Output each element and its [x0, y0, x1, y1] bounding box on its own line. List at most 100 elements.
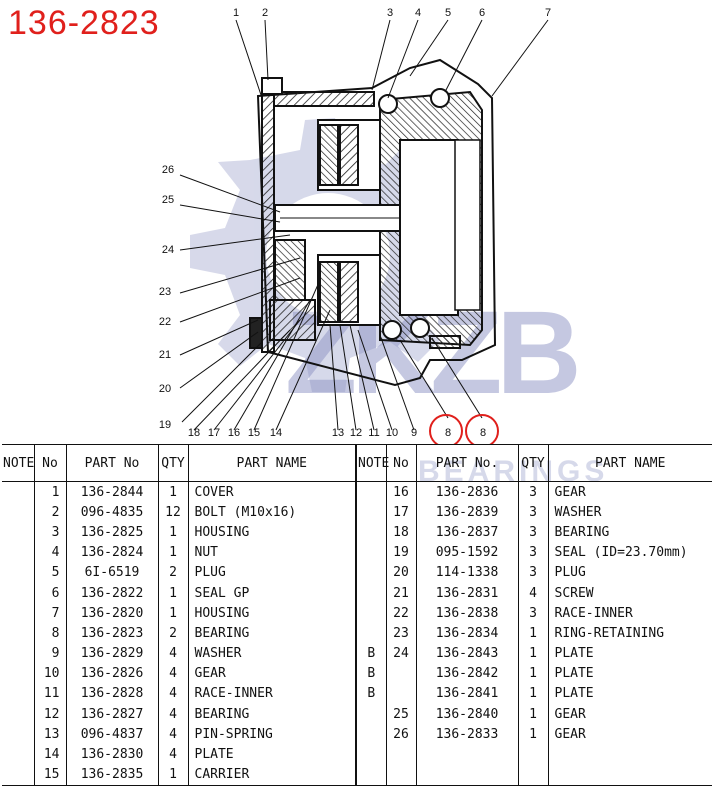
cell-part-name: BEARING — [187, 623, 356, 644]
callout-26: 26 — [162, 164, 174, 176]
cell-no: 10 — [33, 663, 66, 684]
cell-note — [2, 744, 34, 764]
cell-part-name: PIN-SPRING — [187, 724, 356, 745]
cell-qty: 1 — [157, 522, 188, 543]
cell-note — [2, 724, 34, 744]
cell-qty: 1 — [157, 764, 188, 786]
parts-list-table: NOTE No PART No QTY PART NAME NOTE No PA… — [2, 444, 712, 786]
cell-qty: 4 — [157, 643, 188, 664]
cell-part-name: WASHER — [187, 643, 356, 664]
callout-5: 5 — [445, 7, 451, 19]
header-qty: QTY — [157, 444, 188, 482]
cell-part-no: 096-4837 — [65, 724, 158, 745]
cell-part-name-2: PLATE — [547, 643, 712, 664]
cell-qty-2: 3 — [517, 481, 548, 503]
cell-no-2 — [385, 683, 416, 705]
cell-part-name: GEAR — [187, 663, 356, 684]
cell-no: 11 — [33, 683, 66, 705]
callout-19: 19 — [159, 419, 171, 431]
cell-part-name: COVER — [187, 481, 356, 503]
callout-1: 1 — [233, 7, 239, 19]
cell-note-2 — [355, 522, 386, 543]
cell-part-name-2: SEAL (ID=23.70mm) — [547, 542, 712, 563]
cell-part-no: 136-2829 — [65, 643, 158, 664]
cell-no-2: 26 — [385, 724, 416, 745]
cell-note-2 — [355, 764, 386, 786]
cell-no: 7 — [33, 603, 66, 624]
cell-part-name: SEAL GP — [187, 582, 356, 604]
callout-8-right: 8 — [480, 427, 486, 439]
cell-part-no-2: 136-2839 — [415, 502, 518, 523]
cell-note-2 — [355, 724, 386, 745]
callout-15: 15 — [248, 427, 260, 439]
cell-note — [2, 563, 34, 583]
callout-10: 10 — [386, 427, 398, 439]
cell-no-2 — [385, 744, 416, 765]
cell-part-name-2: GEAR — [547, 481, 712, 503]
cell-part-name: HOUSING — [187, 522, 356, 543]
cell-part-name-2 — [547, 744, 712, 765]
cell-no: 8 — [33, 623, 66, 644]
cell-qty-2: 1 — [517, 623, 548, 644]
cell-note — [2, 543, 34, 563]
cell-part-no-2: 095-1592 — [415, 542, 518, 563]
cell-qty-2: 3 — [517, 522, 548, 543]
header-part-no: PART No — [65, 444, 158, 482]
cell-part-no: 136-2826 — [65, 663, 158, 684]
cell-part-name: CARRIER — [187, 764, 356, 786]
cell-part-name-2: WASHER — [547, 502, 712, 523]
callout-22: 22 — [159, 316, 171, 328]
callout-14: 14 — [270, 427, 282, 439]
cell-no: 2 — [33, 502, 66, 523]
cell-no-2: 17 — [385, 502, 416, 523]
cell-note-2 — [355, 623, 386, 644]
cell-note — [2, 644, 34, 664]
cell-qty-2: 1 — [517, 724, 548, 745]
cell-part-no: 136-2830 — [65, 744, 158, 765]
callout-17: 17 — [208, 427, 220, 439]
callout-23: 23 — [159, 286, 171, 298]
cell-note — [2, 603, 34, 623]
header-note-2: NOTE — [355, 444, 389, 482]
cell-no-2: 20 — [385, 562, 416, 583]
callout-9: 9 — [411, 427, 417, 439]
cell-part-name-2 — [547, 764, 712, 786]
cell-part-name-2: PLATE — [547, 683, 712, 705]
cell-part-no-2: 136-2843 — [415, 643, 518, 664]
cell-part-name: BOLT (M10x16) — [187, 502, 356, 523]
cell-part-no-2: 136-2834 — [415, 623, 518, 644]
cell-part-name-2: BEARING — [547, 522, 712, 543]
cell-part-no: 136-2844 — [65, 481, 158, 503]
cell-part-name: NUT — [187, 542, 356, 563]
cell-part-no: 096-4835 — [65, 502, 158, 523]
cell-note-2: B — [355, 683, 386, 705]
callout-13: 13 — [332, 427, 344, 439]
header-no-2: No — [385, 444, 416, 482]
cell-part-no: 136-2823 — [65, 623, 158, 644]
cell-qty: 1 — [157, 481, 188, 503]
cell-part-name-2: RING-RETAINING — [547, 623, 712, 644]
callout-11: 11 — [368, 427, 379, 439]
callout-21: 21 — [159, 349, 171, 361]
header-part-name: PART NAME — [187, 444, 356, 482]
cell-part-no: 136-2824 — [65, 542, 158, 563]
cell-no: 5 — [33, 562, 66, 583]
cell-qty: 4 — [157, 704, 188, 725]
cell-no-2 — [385, 764, 416, 786]
cell-qty-2 — [517, 744, 548, 765]
cell-no-2: 18 — [385, 522, 416, 543]
cell-part-name: PLUG — [187, 562, 356, 583]
cell-part-name: PLATE — [187, 744, 356, 765]
exploded-assembly-drawing: 1 2 3 4 5 6 7 26 25 24 23 22 21 20 19 18… — [159, 7, 551, 445]
header-part-name-2: PART NAME — [547, 444, 712, 482]
cell-note-2 — [355, 562, 386, 583]
cell-qty: 1 — [157, 542, 188, 563]
cell-qty-2: 3 — [517, 542, 548, 563]
cell-note — [2, 704, 34, 724]
cell-note — [2, 684, 34, 704]
header-note: NOTE — [2, 444, 34, 482]
